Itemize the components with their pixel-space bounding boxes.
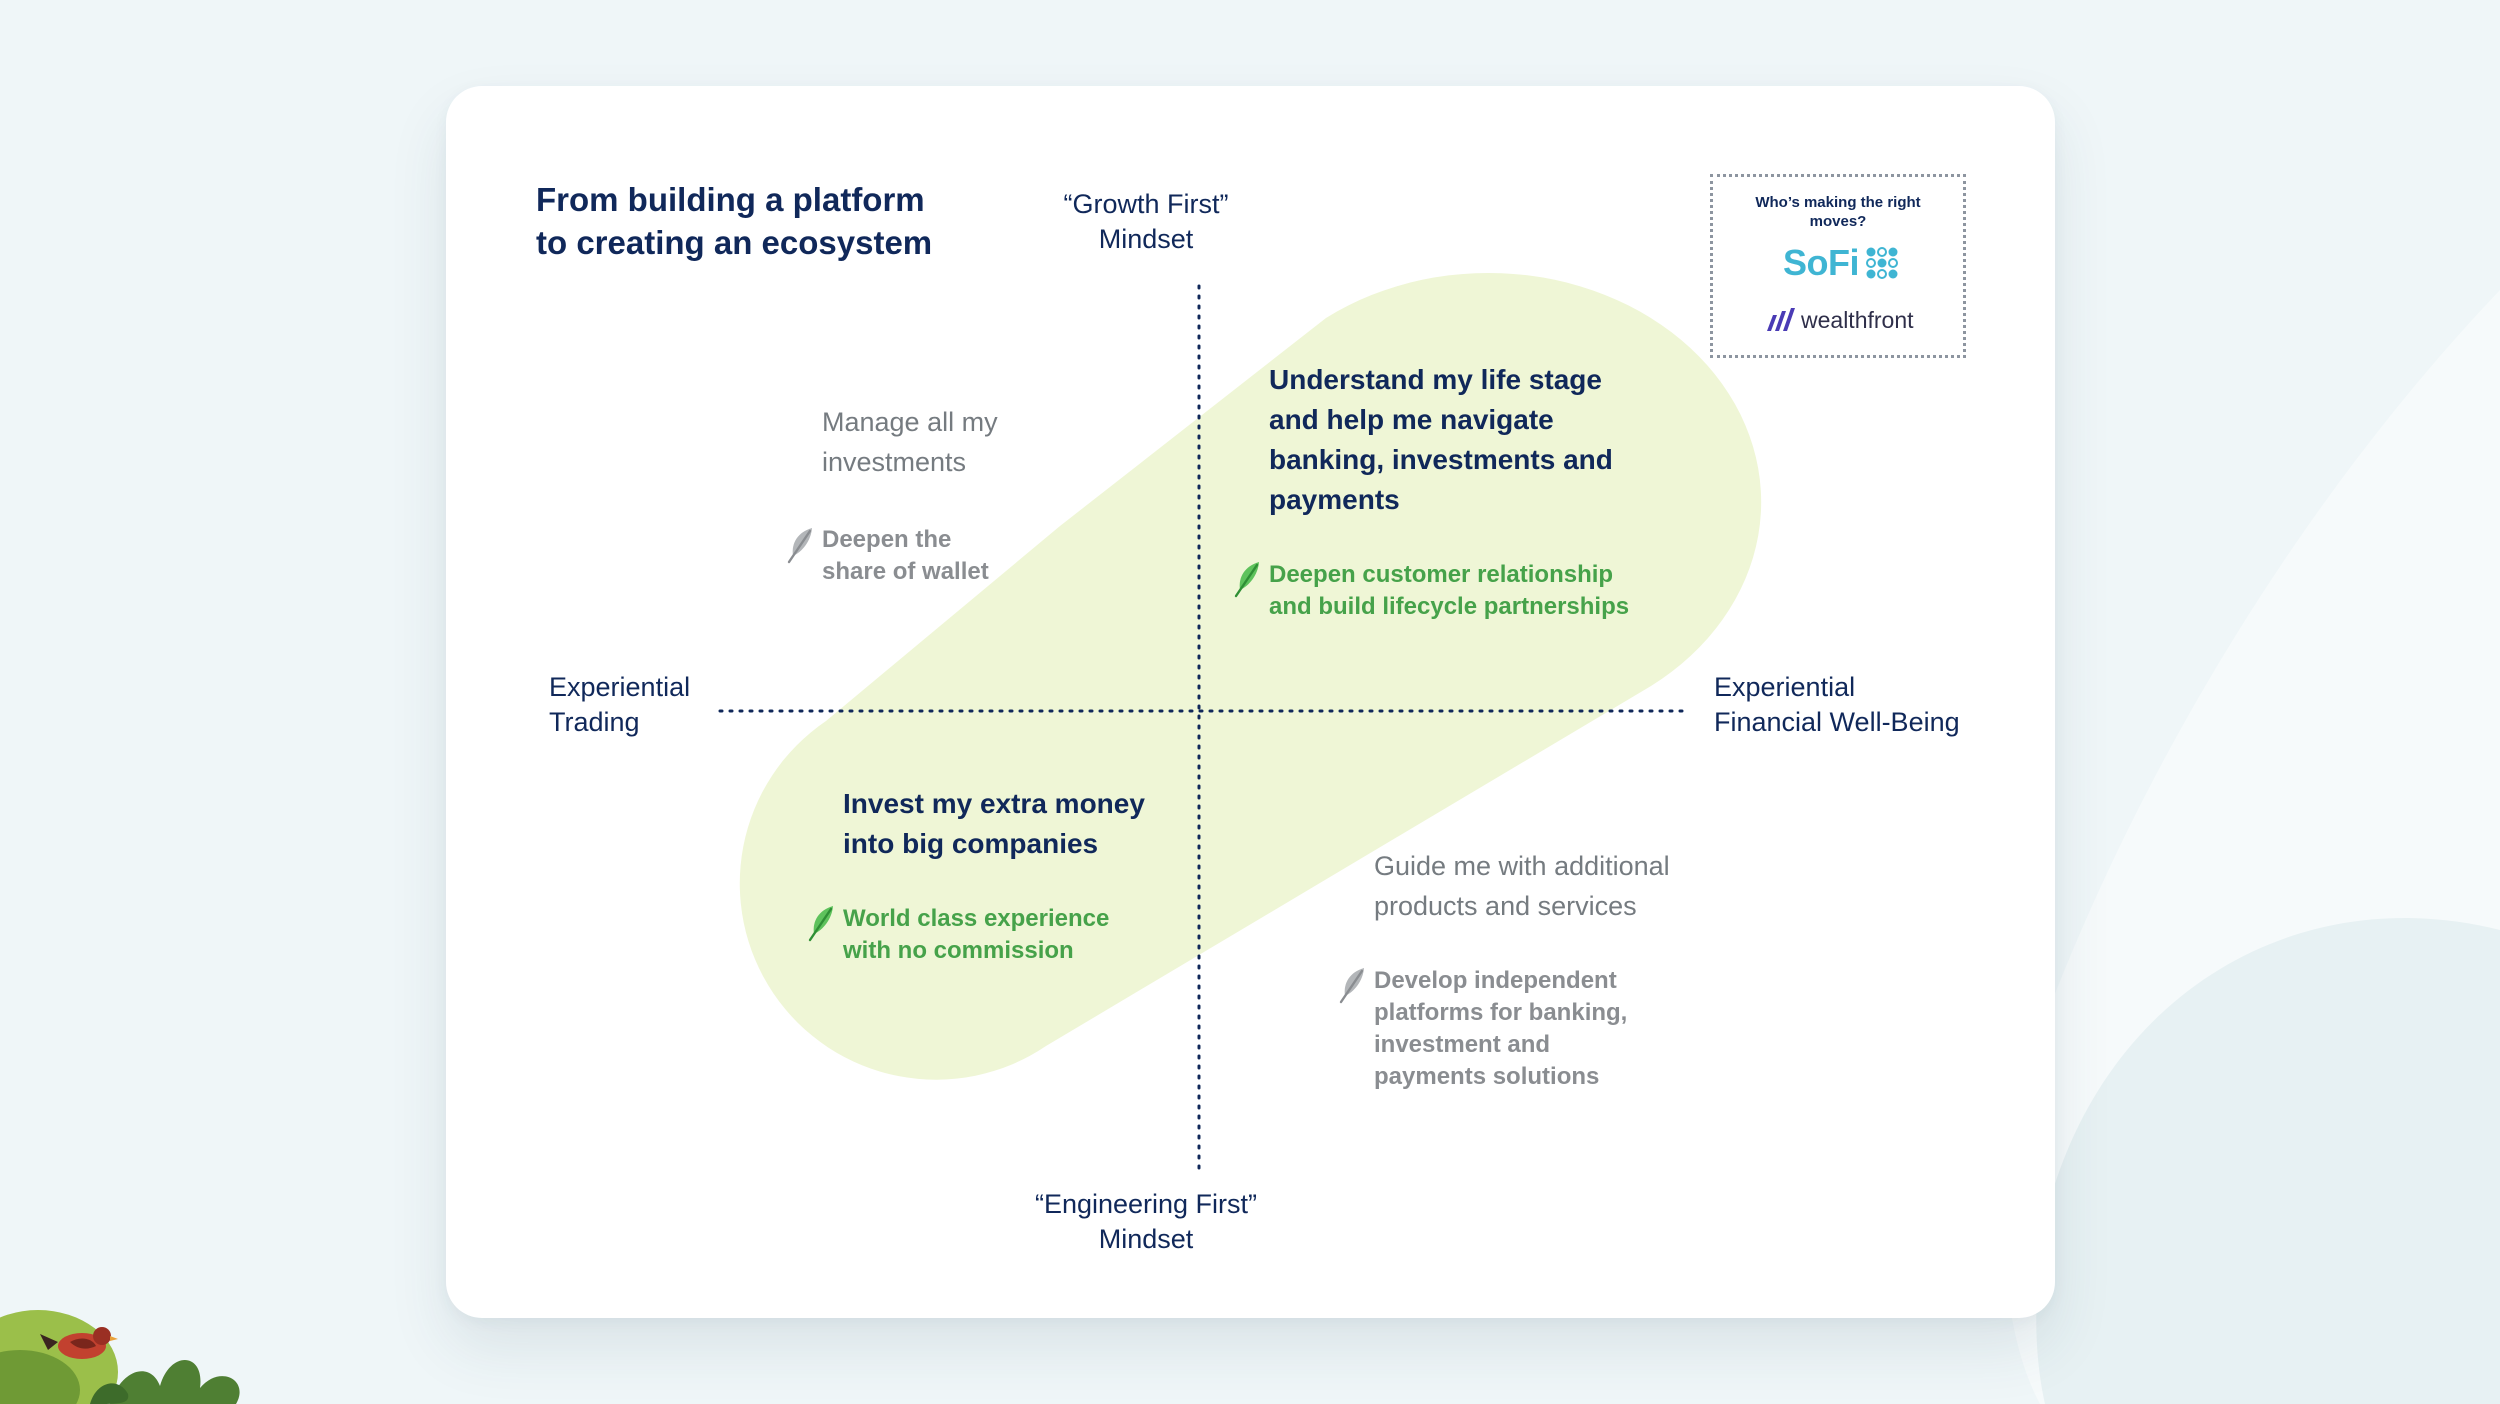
top-right-heading-line-2: and help me navigate [1269, 404, 1554, 435]
bottom-right-note-line-2: platforms for banking, [1374, 999, 1628, 1026]
feather-icon [1339, 968, 1364, 1004]
top-left-heading-line-1: Manage all my [822, 407, 998, 437]
bottom-left-heading-line-1: Invest my extra money [843, 788, 1145, 819]
feather-icon [1234, 562, 1259, 598]
top-left-note-line-2: share of wallet [822, 558, 989, 585]
bottom-right-note: Develop independent platforms for bankin… [1374, 965, 1627, 1093]
bottom-right-note-line-1: Develop independent [1374, 967, 1617, 994]
diagram-card: From building a platform to creating an … [446, 86, 2055, 1318]
top-left-heading: Manage all my investments [822, 402, 998, 482]
bottom-left-note-line-1: World class experience [843, 905, 1110, 932]
bird-icon [40, 1327, 118, 1359]
axis-label-right: Experiential Financial Well-Being [1714, 670, 1960, 740]
axis-top-line-2: Mindset [1098, 224, 1194, 254]
bush-illustration [0, 1310, 240, 1404]
top-left-note-line-1: Deepen the [822, 526, 952, 553]
logo-box-caption: Who’s making the right moves? [1713, 193, 1963, 231]
axis-label-left: Experiential Trading [549, 670, 690, 740]
logo-caption-line-1: Who’s making the right [1755, 194, 1921, 211]
axis-bottom-line-2: Mindset [1098, 1224, 1194, 1254]
axis-right-line-1: Experiential [1714, 672, 1856, 702]
title-line-2: to creating an ecosystem [536, 224, 933, 261]
top-right-heading-line-4: payments [1269, 484, 1400, 515]
bottom-left-note: World class experience with no commissio… [843, 903, 1109, 967]
axis-left-line-1: Experiential [549, 672, 691, 702]
quadrant-diagram [718, 272, 1762, 1178]
sofi-logo: SoFi [1783, 243, 1899, 283]
wealthfront-wordmark: wealthfront [1801, 307, 1914, 333]
highlight-band [739, 272, 1762, 1080]
bottom-right-heading-line-2: products and services [1374, 891, 1637, 921]
diagram-title: From building a platform to creating an … [536, 178, 932, 264]
axis-right-line-2: Financial Well-Being [1714, 707, 1960, 737]
axis-top-line-1: “Growth First” [1063, 189, 1229, 219]
top-right-heading-line-1: Understand my life stage [1269, 364, 1602, 395]
top-right-heading: Understand my life stage and help me nav… [1269, 360, 1613, 520]
competitor-logo-box: Who’s making the right moves? SoFi [1710, 174, 1966, 358]
wealthfront-mark-icon [1767, 308, 1795, 331]
bottom-right-heading: Guide me with additional products and se… [1374, 846, 1670, 926]
axis-bottom-line-1: “Engineering First” [1034, 1189, 1258, 1219]
bottom-left-heading-line-2: into big companies [843, 828, 1099, 859]
bottom-left-note-line-2: with no commission [843, 937, 1074, 964]
bottom-left-heading: Invest my extra money into big companies [843, 784, 1145, 864]
sofi-mark-icon [1866, 247, 1898, 279]
feather-icon [787, 528, 812, 564]
bottom-right-note-line-4: payments solutions [1374, 1063, 1600, 1090]
axis-left-line-2: Trading [549, 707, 640, 737]
axis-label-bottom: “Engineering First” Mindset [1006, 1187, 1286, 1257]
top-left-note: Deepen the share of wallet [822, 524, 989, 588]
bottom-right-note-line-3: investment and [1374, 1031, 1551, 1058]
axis-label-top: “Growth First” Mindset [1056, 187, 1236, 257]
title-line-1: From building a platform [536, 181, 925, 218]
top-left-heading-line-2: investments [822, 447, 967, 477]
feather-icon [808, 906, 833, 942]
bottom-right-heading-line-1: Guide me with additional [1374, 851, 1670, 881]
sofi-wordmark: SoFi [1783, 242, 1860, 283]
top-right-heading-line-3: banking, investments and [1269, 444, 1613, 475]
logo-caption-line-2: moves? [1809, 213, 1867, 230]
top-right-note-line-1: Deepen customer relationship [1269, 561, 1614, 588]
top-right-note-line-2: and build lifecycle partnerships [1269, 593, 1630, 620]
top-right-note: Deepen customer relationship and build l… [1269, 559, 1629, 623]
wealthfront-logo: wealthfront [1765, 305, 1914, 335]
